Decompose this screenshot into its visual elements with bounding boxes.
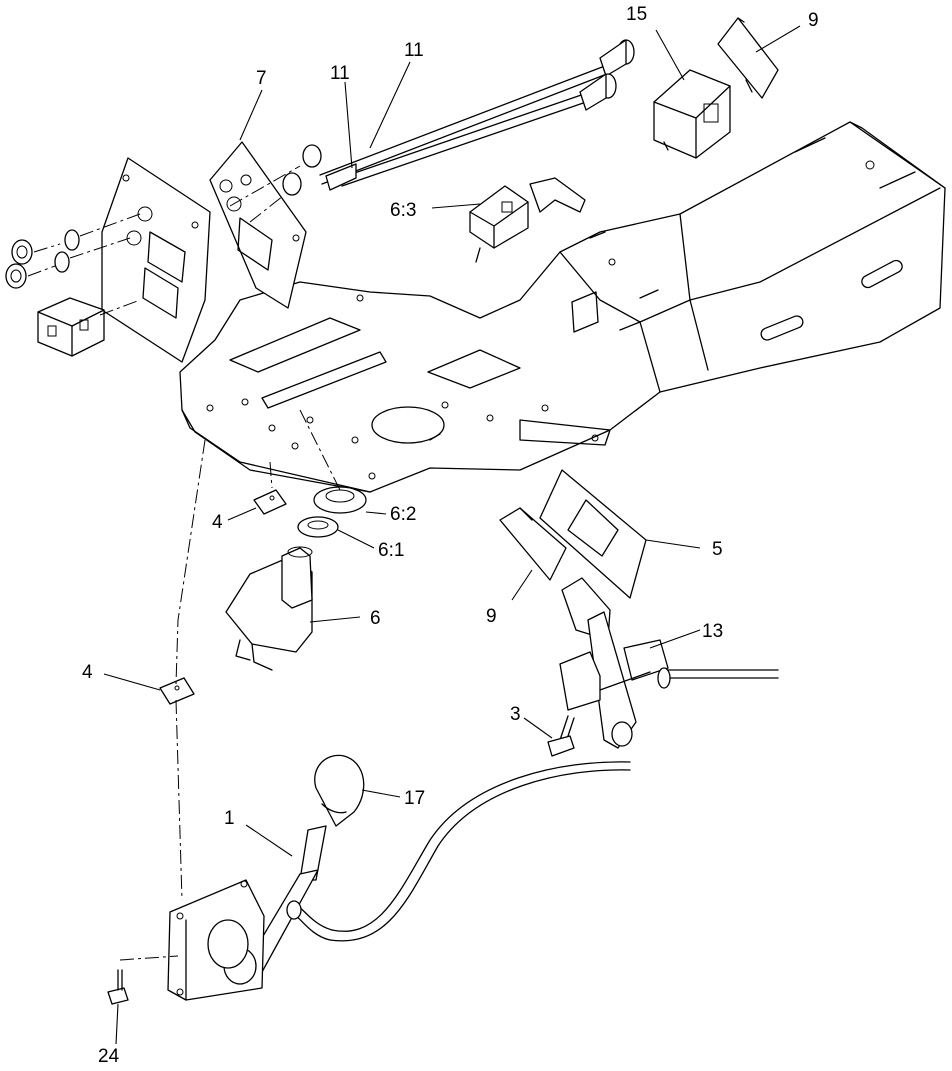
key-switch-6-3 xyxy=(469,177,586,263)
pad-9-lower xyxy=(499,507,567,581)
switch-15 xyxy=(653,69,731,159)
control-panel-frame xyxy=(101,121,946,493)
shift-lever-1 xyxy=(167,825,327,1001)
screw-24 xyxy=(107,969,129,1005)
decal-plate-7 xyxy=(209,141,307,309)
clip-4-upper xyxy=(253,489,287,515)
switch-housing-6 xyxy=(225,546,313,671)
callout-9-top: 9 xyxy=(808,10,819,31)
callout-15: 15 xyxy=(626,4,647,25)
rod-assembly-11 xyxy=(282,39,635,196)
callout-11-right: 11 xyxy=(404,40,424,61)
pad-9-top xyxy=(717,17,779,99)
callout-6: 6 xyxy=(370,608,381,629)
callout-4-upper: 4 xyxy=(212,512,223,533)
callout-5: 5 xyxy=(712,539,723,560)
callout-24: 24 xyxy=(98,1046,120,1067)
callout-labels: 15 9 11 11 7 6:3 4 6:2 6:1 6 5 9 13 4 3 … xyxy=(82,4,819,1067)
switch-connector xyxy=(37,297,105,357)
callout-6-3: 6:3 xyxy=(390,200,416,221)
shift-knob-17 xyxy=(314,754,365,827)
callout-6-2: 6:2 xyxy=(390,504,416,525)
callout-11-left: 11 xyxy=(330,63,350,84)
switch-nuts xyxy=(5,229,80,289)
callout-1: 1 xyxy=(224,808,235,829)
callout-6-1: 6:1 xyxy=(378,540,404,561)
leader-lines xyxy=(103,25,801,1045)
nut-6-2 xyxy=(313,486,367,514)
callout-9-lower: 9 xyxy=(486,606,497,627)
callout-3: 3 xyxy=(510,704,521,725)
washer-6-1 xyxy=(297,516,339,538)
clip-4-lower xyxy=(159,677,195,705)
callout-4-lower: 4 xyxy=(82,662,93,683)
bolt-3 xyxy=(547,715,575,757)
decal-5 xyxy=(539,469,647,599)
callout-17: 17 xyxy=(404,788,425,809)
sensor-bracket-13 xyxy=(559,577,779,749)
callout-13: 13 xyxy=(702,621,723,642)
callout-7: 7 xyxy=(256,68,267,89)
